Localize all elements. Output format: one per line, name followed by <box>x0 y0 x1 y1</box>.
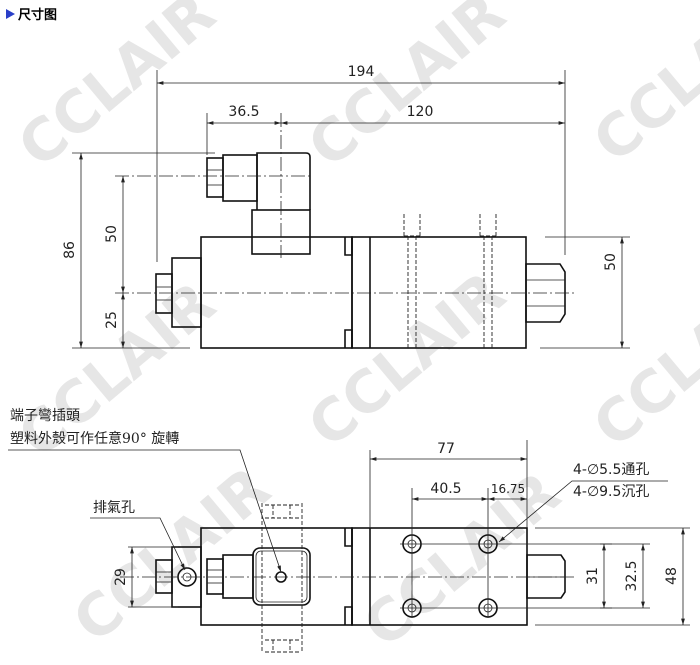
top-view: 77 40.5 16.75 29 31 32.5 48 端子彎插頭 塑料外殼可作… <box>8 408 690 653</box>
dim-50-body: 50 <box>603 253 619 271</box>
dim-16-75: 16.75 <box>491 482 525 496</box>
dim-120: 120 <box>407 104 434 120</box>
dim-48: 48 <box>664 567 680 585</box>
connector-head <box>256 152 311 210</box>
dim-77: 77 <box>437 441 455 457</box>
triangle-bullet-icon <box>6 8 15 19</box>
dim-25: 25 <box>104 311 120 329</box>
dim-194: 194 <box>348 64 375 80</box>
dim-31: 31 <box>585 567 601 585</box>
dim-36-5: 36.5 <box>228 104 259 120</box>
connector-square <box>252 547 311 606</box>
watermark: CCLAIR <box>5 0 227 181</box>
side-view: 194 36.5 120 86 50 25 50 <box>62 64 630 349</box>
watermark: CCLAIR <box>580 259 700 461</box>
connector-label-line1: 端子彎插頭 <box>10 408 80 424</box>
dim-32-5: 32.5 <box>624 560 640 591</box>
end-nut <box>525 263 566 323</box>
connector-label-line2: 塑料外殼可作任意90° 旋轉 <box>10 430 179 447</box>
manual-override-nut <box>155 273 173 314</box>
dim-40-5: 40.5 <box>430 481 461 497</box>
watermark: CCLAIR <box>580 0 700 176</box>
vent-label: 排氣孔 <box>93 500 135 516</box>
dim-86: 86 <box>62 241 78 259</box>
watermark: CCLAIR <box>295 0 517 181</box>
dim-50-connector: 50 <box>104 225 120 243</box>
section-header: 尺寸图 <box>6 4 57 23</box>
holes-label-line1: 4-∅5.5通孔 <box>573 462 649 478</box>
section-title: 尺寸图 <box>18 8 58 23</box>
holes-label-line2: 4-∅9.5沉孔 <box>573 484 649 500</box>
dim-29: 29 <box>113 568 129 586</box>
watermark: CCLAIR <box>295 259 517 461</box>
cable-gland <box>206 157 224 198</box>
